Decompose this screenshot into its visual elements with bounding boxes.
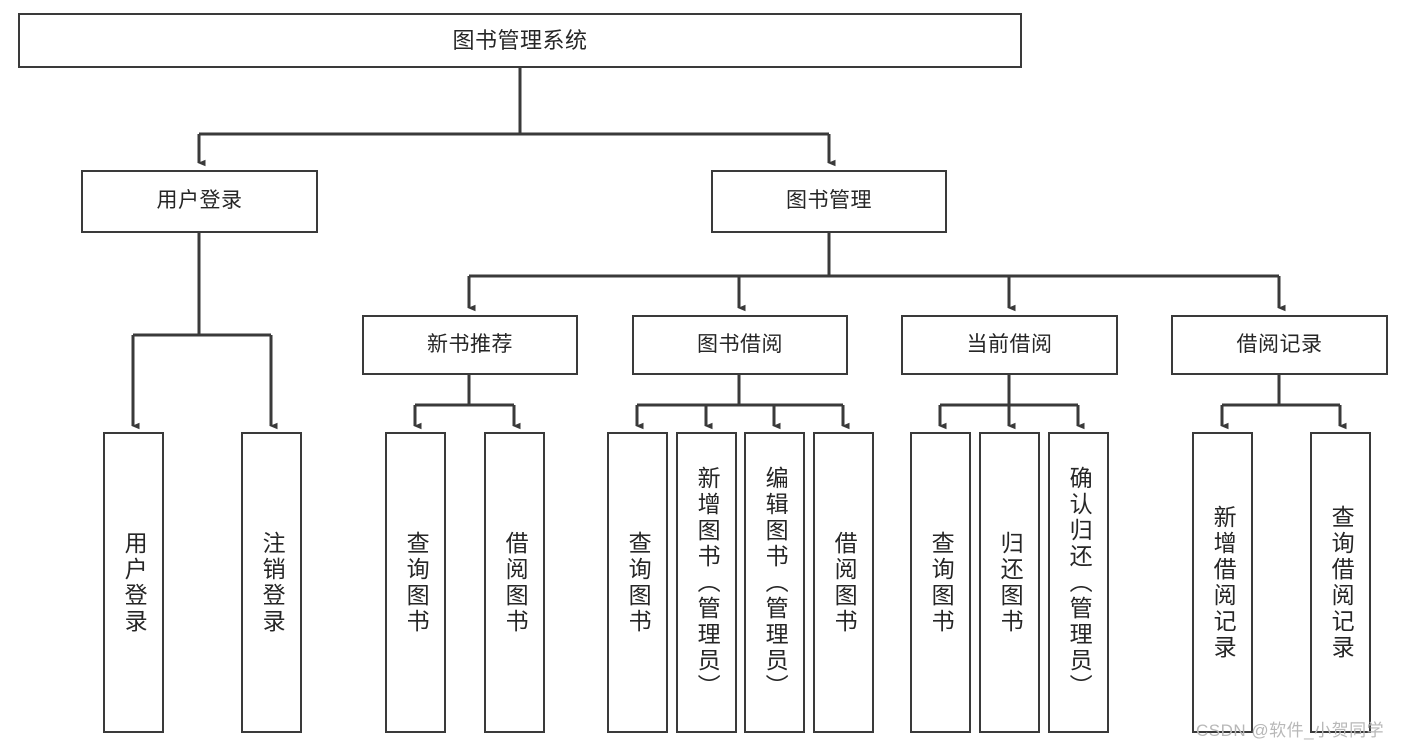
node-leaf-edit-book-label: 编辑图书（管理员） xyxy=(762,465,789,700)
node-user-login[interactable]: 用户登录 xyxy=(81,170,318,233)
node-leaf-logout[interactable]: 注销登录 xyxy=(241,432,302,733)
node-book-borrow-label: 图书借阅 xyxy=(697,332,783,356)
node-leaf-borrow-book-2-label: 借阅图书 xyxy=(831,530,858,635)
node-leaf-borrow-book-1[interactable]: 借阅图书 xyxy=(484,432,545,733)
node-user-login-label: 用户登录 xyxy=(156,189,243,213)
node-leaf-query-book-1[interactable]: 查询图书 xyxy=(385,432,446,733)
node-leaf-add-record-label: 新增借阅记录 xyxy=(1210,504,1237,661)
node-leaf-user-login[interactable]: 用户登录 xyxy=(103,432,164,733)
node-leaf-add-book[interactable]: 新增图书（管理员） xyxy=(676,432,737,733)
node-leaf-logout-label: 注销登录 xyxy=(259,530,286,635)
node-leaf-query-record[interactable]: 查询借阅记录 xyxy=(1310,432,1371,733)
node-leaf-return-book-label: 归还图书 xyxy=(997,530,1024,635)
node-borrow-record-label: 借阅记录 xyxy=(1236,332,1323,356)
node-leaf-query-book-1-label: 查询图书 xyxy=(403,530,430,635)
node-borrow-record[interactable]: 借阅记录 xyxy=(1171,315,1388,375)
node-root[interactable]: 图书管理系统 xyxy=(18,13,1022,68)
node-book-borrow[interactable]: 图书借阅 xyxy=(632,315,848,375)
node-leaf-edit-book[interactable]: 编辑图书（管理员） xyxy=(744,432,805,733)
node-leaf-add-record[interactable]: 新增借阅记录 xyxy=(1192,432,1253,733)
node-leaf-confirm-return-label: 确认归还（管理员） xyxy=(1066,465,1093,700)
node-leaf-query-book-2-label: 查询图书 xyxy=(625,530,652,635)
node-leaf-add-book-label: 新增图书（管理员） xyxy=(694,465,721,700)
node-leaf-return-book[interactable]: 归还图书 xyxy=(979,432,1040,733)
node-leaf-query-record-label: 查询借阅记录 xyxy=(1328,504,1355,661)
node-leaf-query-book-2[interactable]: 查询图书 xyxy=(607,432,668,733)
node-leaf-query-book-3[interactable]: 查询图书 xyxy=(910,432,971,733)
node-new-book-rec-label: 新书推荐 xyxy=(427,332,513,356)
node-leaf-borrow-book-2[interactable]: 借阅图书 xyxy=(813,432,874,733)
node-book-manage[interactable]: 图书管理 xyxy=(711,170,947,233)
node-leaf-confirm-return[interactable]: 确认归还（管理员） xyxy=(1048,432,1109,733)
node-current-borrow[interactable]: 当前借阅 xyxy=(901,315,1118,375)
node-root-label: 图书管理系统 xyxy=(452,27,588,53)
node-leaf-query-book-3-label: 查询图书 xyxy=(928,530,955,635)
node-book-manage-label: 图书管理 xyxy=(786,189,872,213)
node-leaf-borrow-book-1-label: 借阅图书 xyxy=(502,530,529,635)
node-leaf-user-login-label: 用户登录 xyxy=(121,530,148,635)
csdn-watermark: CSDN @软件_小贺同学 xyxy=(1196,721,1385,740)
node-current-borrow-label: 当前借阅 xyxy=(966,332,1053,356)
node-new-book-rec[interactable]: 新书推荐 xyxy=(362,315,578,375)
